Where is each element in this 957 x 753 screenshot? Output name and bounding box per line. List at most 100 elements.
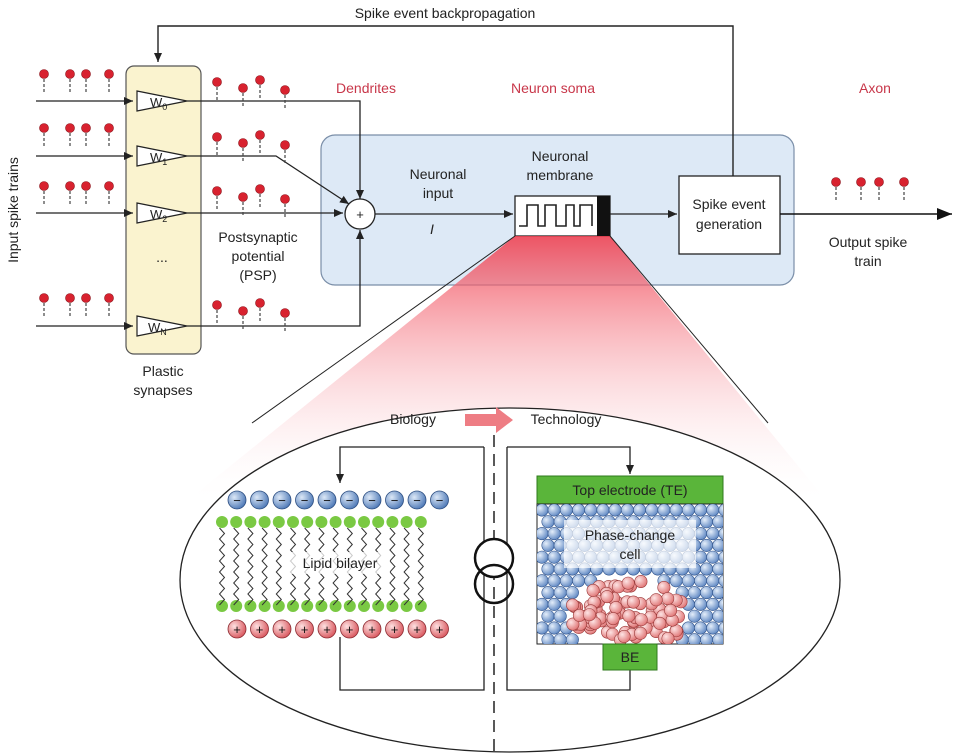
phase-change-label-2: cell <box>619 546 640 562</box>
lipid-head <box>258 600 271 612</box>
crystal-atom <box>706 527 720 541</box>
crystal-atom <box>694 574 708 588</box>
lipid-head <box>244 516 257 528</box>
amorphous-atom <box>634 613 648 627</box>
input-symbol: I <box>430 221 434 237</box>
phase-change-label-1: Phase-change <box>585 527 676 543</box>
spike-pin <box>39 69 49 94</box>
coupling-symbol <box>473 537 515 605</box>
crystal-atom <box>700 562 714 576</box>
lipid-head <box>301 600 314 612</box>
output-label-1: Output spike <box>829 234 908 250</box>
crystal-atom <box>718 598 723 611</box>
crystal-atom <box>565 586 579 600</box>
crystal-atom <box>706 574 720 588</box>
top-electrode-label: Top electrode (TE) <box>572 482 687 498</box>
lipid-tail <box>417 527 424 606</box>
svg-text:+: + <box>391 622 399 637</box>
lipid-head <box>272 600 285 612</box>
lipid-head <box>400 600 413 612</box>
crystal-atom <box>541 586 555 600</box>
svg-text:+: + <box>346 622 354 637</box>
spike-pin <box>255 184 265 209</box>
spike-pin <box>104 123 114 148</box>
positive-ion: + <box>385 619 404 639</box>
spike-pin <box>81 293 91 318</box>
positive-ion: + <box>250 619 269 639</box>
crystal-atom <box>553 586 567 600</box>
spike-pin <box>255 298 265 323</box>
spike-pin <box>856 177 866 202</box>
zoom-edge-right <box>609 235 769 424</box>
crystal-atom <box>718 574 723 587</box>
crystal-atom <box>541 515 555 529</box>
bottom-electrode <box>602 643 658 671</box>
neuronal-input-label-2: input <box>423 185 453 201</box>
lipid-head <box>244 600 257 612</box>
crystal-atom <box>547 527 561 541</box>
crystal-atom <box>700 609 714 623</box>
crystal-atom <box>620 504 634 517</box>
biology-label: Biology <box>390 411 436 427</box>
crystal-atom <box>547 597 561 611</box>
soma-label: Neuron soma <box>511 80 595 96</box>
amorphous-atom <box>653 616 667 630</box>
amorphous-atom <box>606 612 620 626</box>
backprop-label: Spike event backpropagation <box>355 5 536 21</box>
crystal-atom <box>541 562 555 576</box>
lipid-head <box>400 516 413 528</box>
svg-text:+: + <box>413 622 421 637</box>
amorphous-atom <box>622 609 636 623</box>
crystal-atom <box>718 504 723 517</box>
lipid-bilayer: −+−+−+−+−+−+−+−+−+−+ <box>216 490 449 639</box>
crystal-atom <box>669 574 683 588</box>
crystal-atom <box>572 504 586 517</box>
svg-text:−: − <box>368 493 376 508</box>
crystal-atom <box>706 504 720 517</box>
crystal-atom <box>537 574 549 588</box>
crystal-atom <box>706 550 720 564</box>
crystal-atom <box>718 551 723 564</box>
svg-text:+: + <box>233 622 241 637</box>
amorphous-atom <box>664 603 678 617</box>
negative-ion: − <box>317 490 337 510</box>
negative-ion: − <box>340 490 359 510</box>
psp-label-1: Postsynaptic <box>218 229 297 245</box>
crystal-atom <box>547 574 561 588</box>
dendrites-label: Dendrites <box>336 80 396 96</box>
amorphous-atom <box>621 576 635 590</box>
lipid-tail <box>275 527 282 606</box>
synapse-w1: W1 <box>136 145 188 167</box>
lipid-head <box>230 516 243 528</box>
lipid-head <box>343 516 356 528</box>
spike-pin <box>255 75 265 100</box>
lipid-tail <box>218 527 226 606</box>
spike-pin <box>104 69 114 94</box>
crystal-atom <box>706 597 720 611</box>
crystal-atom <box>565 633 579 644</box>
spike-pin <box>212 186 222 211</box>
bio-wire-top <box>336 446 484 483</box>
lipid-head <box>301 516 314 528</box>
spike-pin <box>238 192 248 217</box>
membrane-label-1: Neuronal <box>532 148 589 164</box>
psp-label-3: (PSP) <box>239 267 276 283</box>
positive-ion: + <box>317 619 337 639</box>
spike-pin <box>65 181 75 206</box>
svg-text:−: − <box>323 493 331 508</box>
lipid-tail <box>247 527 254 606</box>
lipid-head <box>216 600 228 612</box>
spike-pin <box>65 293 75 318</box>
spike-pin <box>238 138 248 163</box>
svg-text:generation: generation <box>696 216 762 232</box>
positive-ion: + <box>362 619 382 639</box>
spike-pin <box>212 300 222 325</box>
crystal-atom <box>681 574 695 588</box>
amorphous-atom <box>633 626 647 640</box>
neuronal-input-label-1: Neuronal <box>410 166 467 182</box>
spike-pin <box>39 293 49 318</box>
lipid-head <box>315 600 328 612</box>
crystal-atom <box>553 609 567 623</box>
lipid-head <box>315 516 328 528</box>
svg-text:−: − <box>233 493 241 508</box>
